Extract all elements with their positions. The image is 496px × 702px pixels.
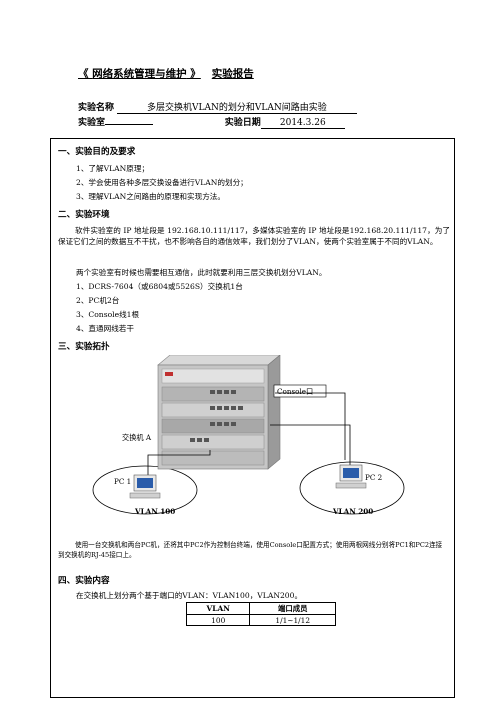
vlan-port-table: VLAN 端口成员 100 1/1~1/12 [185, 602, 336, 626]
table-cell-ports: 1/1~1/12 [249, 614, 336, 626]
section2-item-2: 2、PC机2台 [76, 296, 120, 305]
section3-caption: 使用一台交换机和两台PC机，还将其中PC2作为控制台终端，使用Console口配… [58, 541, 443, 559]
table-cell-vlan: 100 [185, 614, 251, 626]
experiment-name-row: 实验名称 多层交换机VLAN的划分和VLAN间路由实验 [78, 100, 357, 114]
date-label: 实验日期 [224, 118, 261, 128]
section2-line2: 两个实验室有时候也需要相互通信，此时就要利用三层交换机划分VLAN。 [76, 268, 327, 277]
lab-value [105, 124, 154, 125]
table-row: 100 1/1~1/12 [185, 614, 336, 626]
switch-label: 交换机 A [122, 433, 152, 442]
pc1-icon [129, 474, 161, 499]
console-cable [275, 392, 346, 460]
section2-item-1: 1、DCRS-7604（或6804或5526S）交换机1台 [76, 282, 243, 291]
pc1-label: PC 1 [114, 477, 132, 486]
vlan200-label: VLAN 200 [333, 507, 374, 516]
table-header-vlan: VLAN [185, 602, 251, 615]
switch-chassis-icon [157, 355, 281, 470]
vlan200-ellipse [299, 461, 405, 515]
table-header-ports: 端口成员 [249, 602, 336, 615]
console-label-box [273, 384, 327, 398]
section1-item-3: 3、理解VLAN之间路由的原理和实现方法。 [76, 192, 225, 201]
pc2-cable [270, 424, 351, 465]
section2-item-4: 4、直通网线若干 [76, 324, 134, 333]
experiment-name-label: 实验名称 [78, 103, 115, 113]
section3-heading: 三、实验拓扑 [58, 342, 110, 352]
section4-line: 在交换机上划分两个基于端口的VLAN：VLAN100，VLAN200。 [76, 591, 303, 600]
course-title: 《 网络系统管理与维护 》 [78, 68, 201, 80]
pc2-label: PC 2 [365, 473, 383, 482]
pc2-icon [335, 464, 367, 489]
section2-paragraph: 软件实验室的 IP 地址段是 192.168.10.111/117，多媒体实验室… [58, 226, 450, 246]
report-label: 实验报告 [211, 68, 254, 80]
vlan100-label: VLAN 100 [135, 507, 176, 516]
report-title: 《 网络系统管理与维护 》 实验报告 [78, 66, 254, 81]
topology-diagram [92, 355, 405, 515]
pc1-cable [147, 450, 211, 475]
table-header-row: VLAN 端口成员 [185, 602, 336, 615]
report-frame [50, 138, 455, 698]
date-value: 2014.3.26 [260, 118, 345, 129]
experiment-name-value: 多层交换机VLAN的划分和VLAN间路由实验 [116, 100, 357, 114]
section2-item-3: 3、Console线1根 [76, 310, 140, 319]
console-label: Console口 [277, 387, 314, 396]
vlan100-ellipse [92, 465, 198, 515]
section1-item-2: 2、学会使用各种多层交换设备进行VLAN的划分； [76, 178, 248, 187]
section1-heading: 一、实验目的及要求 [58, 147, 136, 157]
section4-heading: 四、实验内容 [58, 576, 110, 586]
lab-label: 实验室 [78, 118, 106, 128]
section1-item-1: 1、了解VLAN原理； [76, 164, 150, 173]
section2-heading: 二、实验环境 [58, 210, 110, 220]
